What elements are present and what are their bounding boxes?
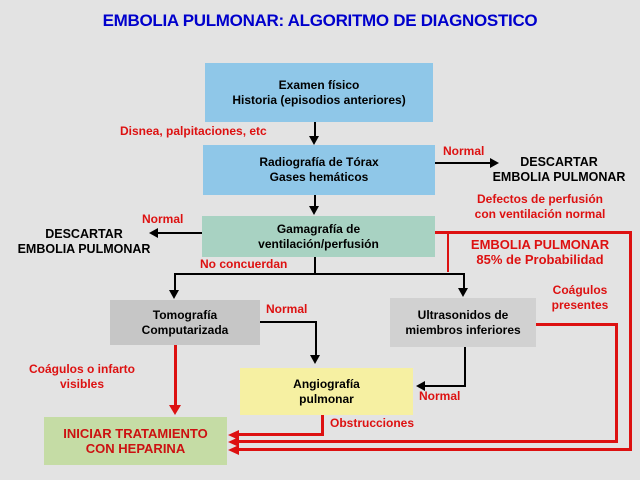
page-title: EMBOLIA PULMONAR: ALGORITMO DE DIAGNOSTI… — [102, 11, 538, 30]
label-normal-gamagrafia: Normal — [142, 212, 184, 226]
label-normal-radiografia: Normal — [443, 144, 485, 158]
label-normal-ultrasonidos: Normal — [419, 389, 461, 403]
label-line: Defectos de perfusión — [476, 192, 604, 206]
connector-line — [464, 347, 466, 387]
box-line: 85% de Probabilidad — [476, 251, 604, 267]
red-flow-line — [238, 448, 632, 451]
arrow-down-icon — [310, 355, 320, 364]
red-flow-line — [629, 231, 632, 451]
box-line: Computarizada — [141, 322, 229, 337]
red-flow-line — [174, 345, 177, 407]
arrow-down-icon — [309, 206, 319, 215]
arrow-down-icon — [309, 136, 319, 145]
connector-line — [314, 195, 316, 208]
red-flow-line — [536, 323, 618, 326]
label-line: Coágulos — [552, 283, 608, 297]
box-line: Ultrasonidos de — [417, 307, 509, 322]
connector-line — [315, 321, 317, 357]
box-line: pulmonar — [299, 391, 354, 406]
connector-line — [463, 275, 465, 289]
gamagrafia-box: Gamagrafía de ventilación/perfusión — [202, 216, 435, 257]
connector-line — [425, 385, 466, 387]
label-line: EMBOLIA PULMONAR — [17, 242, 151, 256]
arrow-left-icon — [149, 228, 158, 238]
label-disnea: Disnea, palpitaciones, etc — [120, 124, 267, 138]
arrow-down-icon — [458, 288, 468, 297]
iniciar-tratamiento-box: INICIAR TRATAMIENTO CON HEPARINA — [44, 417, 227, 465]
connector-line — [174, 275, 176, 290]
arrow-right-icon — [490, 158, 499, 168]
connector-line — [314, 257, 316, 273]
label-line: DESCARTAR — [520, 155, 598, 169]
box-line: Examen físico — [278, 77, 360, 92]
label-coagulos-infarto: Coágulos o infarto visibles — [12, 362, 152, 392]
embolia-85-box: EMBOLIA PULMONAR 85% de Probabilidad — [447, 231, 631, 272]
box-line: ventilación/perfusión — [258, 236, 379, 251]
connector-line — [260, 321, 317, 323]
label-descartar-left: DESCARTAR EMBOLIA PULMONAR — [4, 227, 164, 257]
red-arrow-down-icon — [169, 405, 181, 415]
label-no-concuerdan: No concuerdan — [200, 257, 288, 271]
red-arrow-left-icon — [228, 430, 239, 440]
label-coagulos-presentes: Coágulos presentes — [536, 283, 624, 313]
box-line: Gamagrafía de — [276, 221, 361, 236]
red-flow-line — [435, 231, 632, 234]
box-line: Radiografía de Tórax — [259, 155, 379, 169]
red-arrow-left-icon — [228, 437, 239, 447]
arrow-left-icon — [416, 381, 425, 391]
label-defectos-perfusion: Defectos de perfusión con ventilación no… — [447, 192, 633, 222]
connector-line — [314, 122, 316, 138]
label-line: con ventilación normal — [474, 207, 606, 221]
label-normal-tomografia: Normal — [266, 302, 308, 316]
box-line: Angiografía — [293, 376, 360, 391]
radiografia-torax-box: Radiografía de Tórax Gases hemáticos — [203, 145, 435, 195]
box-line: Tomografía — [152, 307, 218, 322]
box-line: miembros inferiores — [405, 322, 521, 337]
box-line: Gases hemáticos — [269, 170, 369, 184]
ultrasonidos-box: Ultrasonidos de miembros inferiores — [390, 298, 536, 347]
connector-line — [435, 162, 491, 164]
red-flow-line — [238, 440, 618, 443]
connector-line — [174, 273, 465, 275]
box-line: CON HEPARINA — [85, 441, 186, 456]
label-line: visibles — [59, 377, 105, 391]
tomografia-box: Tomografía Computarizada — [110, 300, 260, 345]
arrow-down-icon — [169, 290, 179, 299]
box-line: INICIAR TRATAMIENTO — [63, 426, 208, 441]
red-flow-line — [238, 433, 324, 436]
red-arrow-left-icon — [228, 445, 239, 455]
label-line: presentes — [551, 298, 609, 312]
label-line: DESCARTAR — [45, 227, 123, 241]
label-line: EMBOLIA PULMONAR — [492, 170, 626, 184]
label-obstrucciones: Obstrucciones — [330, 416, 415, 430]
examen-fisico-box: Examen físico Historia (episodios anteri… — [205, 63, 433, 122]
red-flow-line — [321, 415, 324, 436]
box-line: EMBOLIA PULMONAR — [470, 236, 610, 252]
red-flow-line — [615, 323, 618, 443]
angiografia-box: Angiografía pulmonar — [240, 368, 413, 415]
box-line: Historia (episodios anteriores) — [232, 92, 406, 107]
label-line: Coágulos o infarto — [29, 362, 135, 376]
connector-line — [158, 232, 202, 234]
label-descartar-right: DESCARTAR EMBOLIA PULMONAR — [480, 155, 638, 185]
